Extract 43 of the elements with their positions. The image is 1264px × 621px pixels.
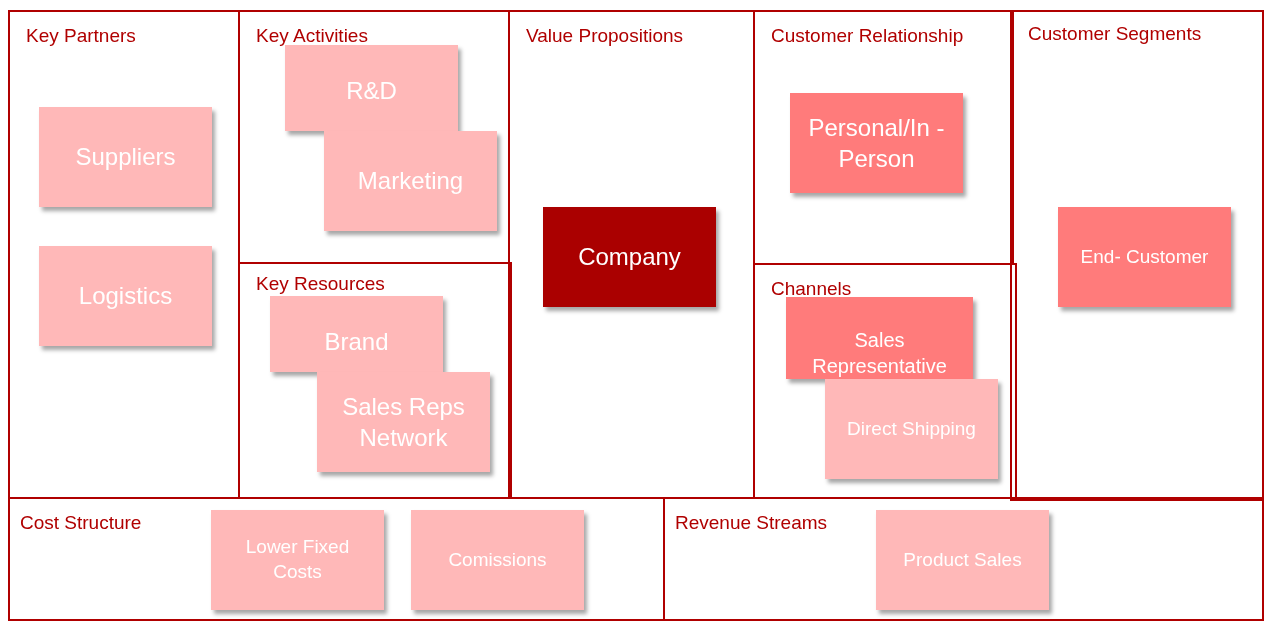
section-heading: Channels [771,279,852,298]
section-heading: Key Resources [256,274,385,293]
note-text: Marketing [357,166,464,197]
canvas-section [1010,10,1264,501]
note-text: Brand [324,327,389,357]
sticky-note [317,372,490,472]
section-heading: Customer Relationship [771,26,964,45]
section-heading: Key Partners [26,26,136,45]
sticky-note [39,107,212,207]
note-text: Comissions [448,547,547,572]
sticky-note [876,510,1049,610]
sticky-note [39,246,212,346]
note-text: Direct Shipping [847,416,976,441]
note-text: Product Sales [903,547,1022,572]
canvas-section [753,10,1014,265]
sticky-note [790,93,963,193]
sticky-note [543,207,716,307]
note-text: Logistics [78,281,173,312]
canvas-section [663,497,1264,621]
sticky-note [786,297,973,379]
sticky-note [825,379,998,479]
section-heading: Customer Segments [1028,24,1202,43]
note-text: Sales Reps Network [341,391,466,453]
sticky-note [211,510,384,610]
note-text: R&D [346,76,397,106]
section-heading: Revenue Streams [675,513,828,532]
sticky-note [324,131,497,231]
note-text: Sales Representative [811,328,948,379]
sticky-note [411,510,584,610]
note-text: Personal/In -Person [807,112,946,174]
note-text: Lower Fixed Costs [244,535,351,584]
section-heading: Value Propositions [526,26,684,45]
sticky-note [1058,207,1231,307]
note-text: Company [578,242,681,273]
note-text: Suppliers [75,142,176,173]
section-heading: Key Activities [256,26,368,45]
note-text: End- Customer [1080,244,1209,269]
sticky-note [270,296,443,372]
canvas-section [8,10,240,499]
canvas-section [508,10,755,499]
sticky-note [285,45,458,131]
section-heading: Cost Structure [20,513,142,532]
canvas-section [8,497,665,621]
